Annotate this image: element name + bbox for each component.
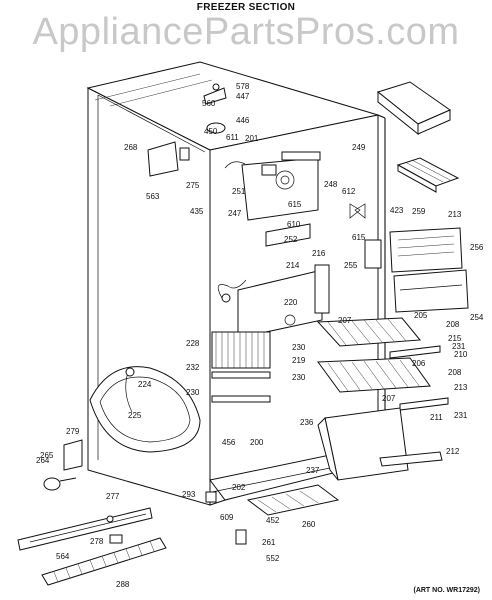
callout-213: 213: [454, 383, 468, 392]
thermostat-knob: [203, 83, 227, 134]
callout-202: 202: [232, 483, 246, 492]
callout-211: 211: [430, 413, 443, 422]
callout-268: 268: [124, 143, 138, 152]
callout-293: 293: [182, 490, 196, 499]
timer-bracket: [147, 141, 190, 177]
callout-446: 446: [236, 116, 250, 125]
art-number: (ART NO. WR17292): [413, 587, 480, 594]
toe-grille: [41, 534, 167, 586]
callout-251: 251: [232, 187, 246, 196]
callout-256: 256: [470, 243, 484, 252]
callout-228: 228: [186, 339, 200, 348]
callout-224: 224: [138, 380, 152, 389]
bottom-hinge-rail: [17, 507, 153, 551]
callout-231: 231: [452, 342, 466, 351]
callout-265: 265: [40, 451, 54, 460]
callout-212: 212: [446, 447, 460, 456]
callout-237: 237: [306, 466, 320, 475]
callout-225: 225: [128, 411, 142, 420]
callout-447: 447: [236, 92, 250, 101]
callout-249: 249: [352, 143, 366, 152]
callout-255: 255: [344, 261, 358, 270]
callout-248: 248: [324, 180, 338, 189]
callout-615: 615: [288, 200, 302, 209]
callout-216: 216: [312, 249, 326, 258]
hinge-bracket: [43, 439, 83, 491]
callout-220: 220: [284, 298, 298, 307]
callout-615: 615: [352, 233, 366, 242]
callout-612: 612: [342, 187, 356, 196]
callout-452: 452: [266, 516, 280, 525]
callout-277: 277: [106, 492, 120, 501]
callout-564: 564: [56, 552, 70, 561]
bottom-tray: [205, 484, 340, 545]
callout-230: 230: [186, 388, 200, 397]
callout-200: 200: [250, 438, 264, 447]
callout-207: 207: [338, 316, 352, 325]
callout-278: 278: [90, 537, 104, 546]
callout-213: 213: [448, 210, 462, 219]
callout-275: 275: [186, 181, 200, 190]
evaporator-coil: [211, 331, 271, 403]
callout-252: 252: [284, 235, 298, 244]
callout-205: 205: [414, 311, 428, 320]
callout-456: 456: [222, 438, 236, 447]
callout-236: 236: [300, 418, 314, 427]
shelf-upper: [316, 317, 441, 359]
callout-201: 201: [245, 134, 259, 143]
callout-552: 552: [266, 554, 280, 563]
callout-230: 230: [292, 373, 306, 382]
callout-450: 450: [204, 127, 218, 136]
callout-261: 261: [262, 538, 276, 547]
callout-231: 231: [454, 411, 468, 420]
fan-motor: [217, 203, 366, 303]
callout-259: 259: [412, 207, 426, 216]
callout-578: 578: [236, 82, 250, 91]
callout-230: 230: [292, 343, 306, 352]
callout-206: 206: [412, 359, 426, 368]
callout-609: 609: [220, 513, 234, 522]
callout-279: 279: [66, 427, 80, 436]
callout-215: 215: [448, 334, 462, 343]
callout-560: 560: [202, 99, 216, 108]
callout-214: 214: [286, 261, 300, 270]
callout-563: 563: [146, 192, 160, 201]
door-shelf-assembly: [364, 227, 469, 313]
watermark: AppliancePartsPros.com: [32, 11, 460, 53]
evaporator-cover: [237, 223, 330, 339]
callout-260: 260: [302, 520, 316, 529]
callout-435: 435: [190, 207, 204, 216]
callout-264: 264: [36, 456, 50, 465]
control-housing: [224, 151, 321, 221]
freezer-basket: [317, 407, 443, 481]
shelf-lower: [317, 357, 449, 411]
ice-tray: [396, 157, 460, 193]
callout-208: 208: [448, 368, 462, 377]
callout-254: 254: [470, 313, 484, 322]
callout-210: 210: [454, 350, 468, 359]
callout-611: 611: [226, 133, 239, 142]
callout-208: 208: [446, 320, 460, 329]
ice-bin: [376, 81, 452, 136]
callout-207: 207: [382, 394, 396, 403]
callout-247: 247: [228, 209, 242, 218]
callout-219: 219: [292, 356, 306, 365]
drain-pan: [89, 366, 201, 453]
callout-423: 423: [390, 206, 404, 215]
section-title: FREEZER SECTION: [196, 2, 296, 13]
callout-232: 232: [186, 363, 200, 372]
callout-288: 288: [116, 580, 130, 589]
callout-610: 610: [287, 220, 301, 229]
